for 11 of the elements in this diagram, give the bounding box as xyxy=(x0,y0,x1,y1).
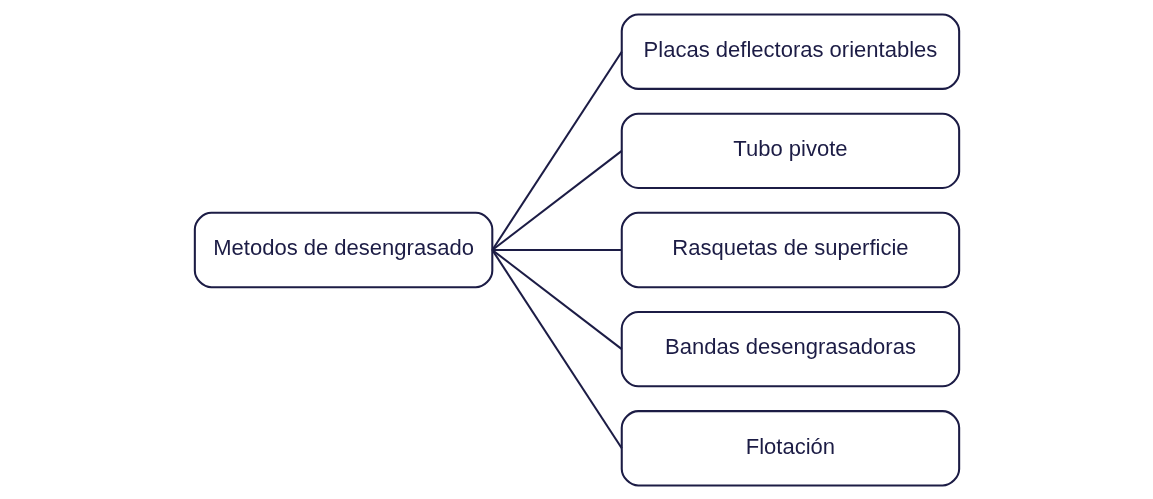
connector xyxy=(491,248,622,251)
node-box: Flotación xyxy=(620,409,960,487)
node-box: Rasquetas de superficie xyxy=(620,211,960,288)
node-box: Metodos de desengrasado xyxy=(193,211,493,288)
connector xyxy=(490,50,623,251)
connector xyxy=(491,248,622,350)
node-box: Tubo pivote xyxy=(620,112,960,189)
connector xyxy=(491,149,622,251)
connector xyxy=(490,248,623,449)
node-box: Bandas desengrasadoras xyxy=(620,310,960,387)
node-box: Placas deflectoras orientables xyxy=(620,12,960,90)
